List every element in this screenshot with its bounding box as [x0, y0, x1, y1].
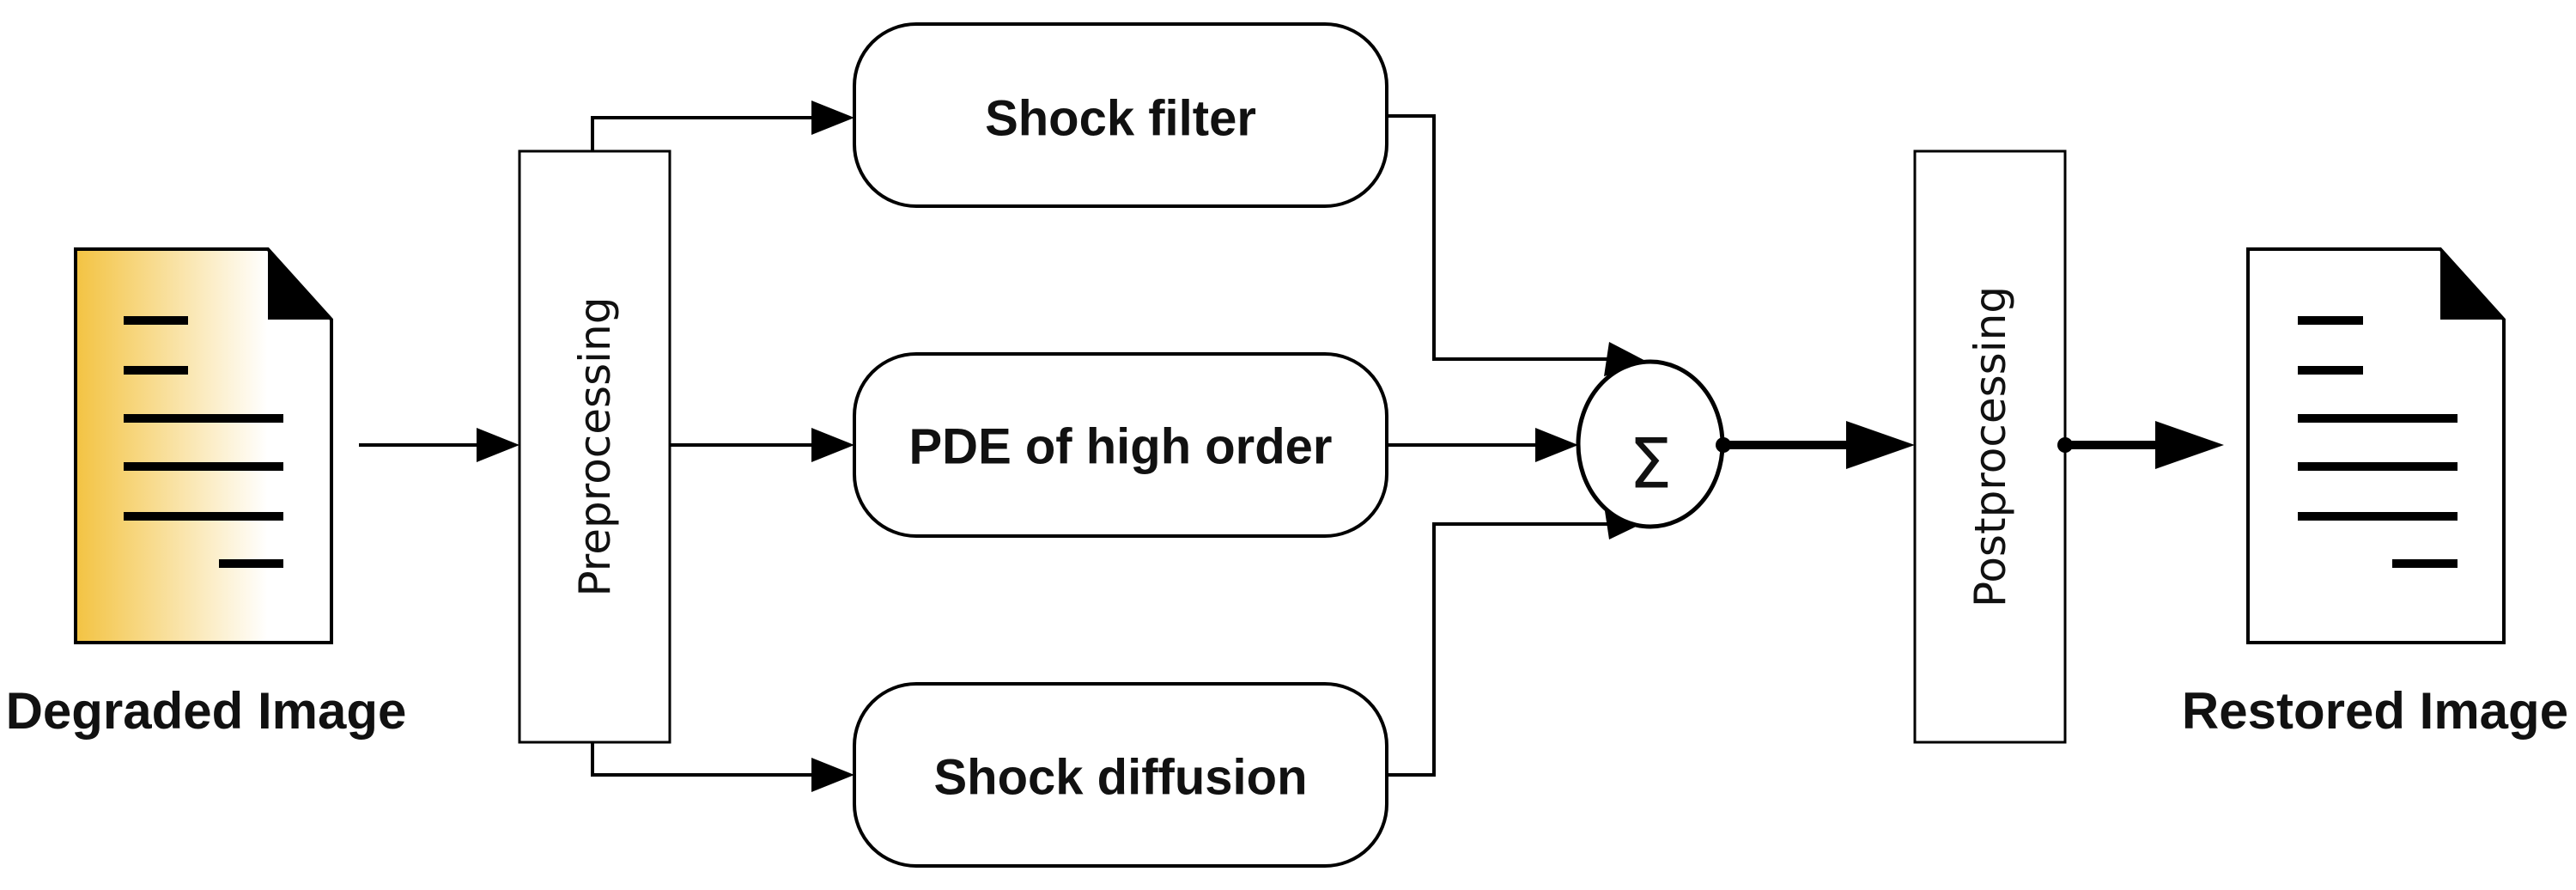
arrow-sum-to-postprocessing — [1716, 421, 1915, 469]
arrow-pde-to-sum — [1387, 428, 1578, 462]
restored-document-icon — [2246, 247, 2506, 644]
shock-diffusion-label: Shock diffusion — [934, 750, 1308, 806]
preprocessing-label: Preprocessing — [570, 297, 620, 597]
arrow-postprocessing-to-output — [2057, 421, 2224, 469]
degraded-image-caption: Degraded Image — [6, 682, 407, 740]
degraded-document-icon — [74, 247, 333, 644]
shock-filter-block: Shock filter — [853, 22, 1388, 208]
preprocessing-block: Preprocessing — [518, 149, 671, 744]
arrow-preprocessing-to-shock-filter — [591, 101, 854, 151]
arrow-shock-filter-to-sum — [1387, 114, 1650, 376]
arrow-preprocessing-to-shock-diffusion — [591, 742, 854, 792]
pde-high-order-label: PDE of high order — [909, 419, 1333, 475]
restored-image-caption: Restored Image — [2182, 682, 2568, 740]
shock-diffusion-block: Shock diffusion — [853, 682, 1388, 868]
postprocessing-block: Postprocessing — [1913, 149, 2067, 744]
arrow-preprocessing-to-pde — [670, 428, 854, 462]
postprocessing-label: Postprocessing — [1965, 286, 2015, 607]
arrow-shock-diffusion-to-sum — [1387, 505, 1650, 777]
pde-high-order-block: PDE of high order — [853, 352, 1388, 538]
summation-node: Σ — [1576, 359, 1725, 529]
shock-filter-label: Shock filter — [985, 91, 1256, 147]
arrow-input-to-preprocessing — [359, 428, 519, 462]
sigma-symbol: Σ — [1629, 424, 1673, 504]
